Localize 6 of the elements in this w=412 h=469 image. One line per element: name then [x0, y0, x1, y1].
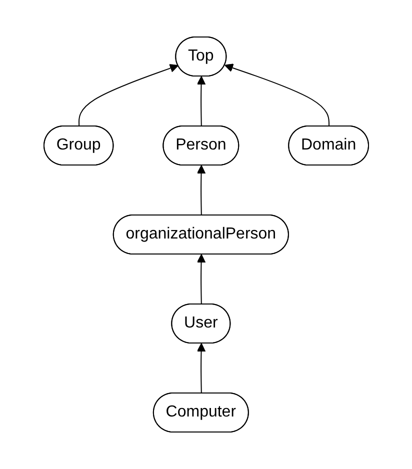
arrow [78, 64, 178, 127]
arrow [196, 165, 206, 216]
arrow [196, 254, 206, 305]
arrow [224, 64, 330, 127]
arrow [196, 343, 206, 394]
arrow [196, 76, 206, 127]
